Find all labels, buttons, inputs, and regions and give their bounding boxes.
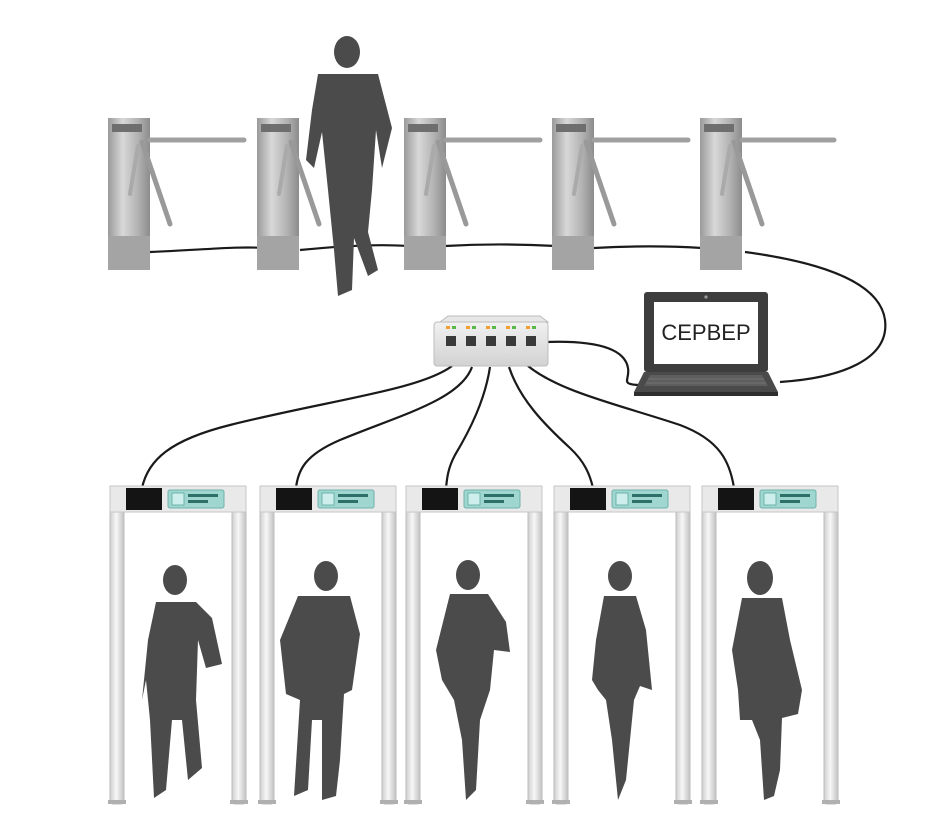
tripod-turnstile-icon <box>257 118 322 270</box>
turnstile-cable-chain <box>149 243 887 384</box>
person-silhouette-icon <box>732 561 802 800</box>
walk-through-metal-detector-icon <box>700 485 840 805</box>
person-silhouette-icon <box>142 565 222 798</box>
tripod-turnstile-icon <box>404 118 543 270</box>
switch-to-detectors-cables <box>140 365 736 489</box>
walk-through-metal-detector-icon <box>404 485 544 805</box>
walk-through-metal-detector-icon <box>108 485 248 805</box>
switch-to-server-cable <box>544 340 639 387</box>
detector-people <box>142 560 802 800</box>
walk-through-metal-detector-icon <box>258 485 398 805</box>
walk-through-metal-detector-icon <box>552 485 692 805</box>
person-silhouette-icon <box>306 36 392 296</box>
switch-port-leds <box>446 326 536 329</box>
tripod-turnstile-icon <box>700 118 837 270</box>
metal-detector-row <box>108 485 840 805</box>
laptop-icon: СЕРВЕР <box>634 292 778 396</box>
network-switch-icon <box>433 315 550 367</box>
tripod-turnstile-icon <box>552 118 691 270</box>
person-silhouette-icon <box>592 561 652 800</box>
turnstile-row <box>108 118 837 270</box>
server-label: СЕРВЕР <box>661 320 750 345</box>
person-silhouette-icon <box>280 561 360 800</box>
switch-ports <box>446 336 536 346</box>
person-silhouette-icon <box>436 560 510 800</box>
tripod-turnstile-icon <box>108 118 247 270</box>
